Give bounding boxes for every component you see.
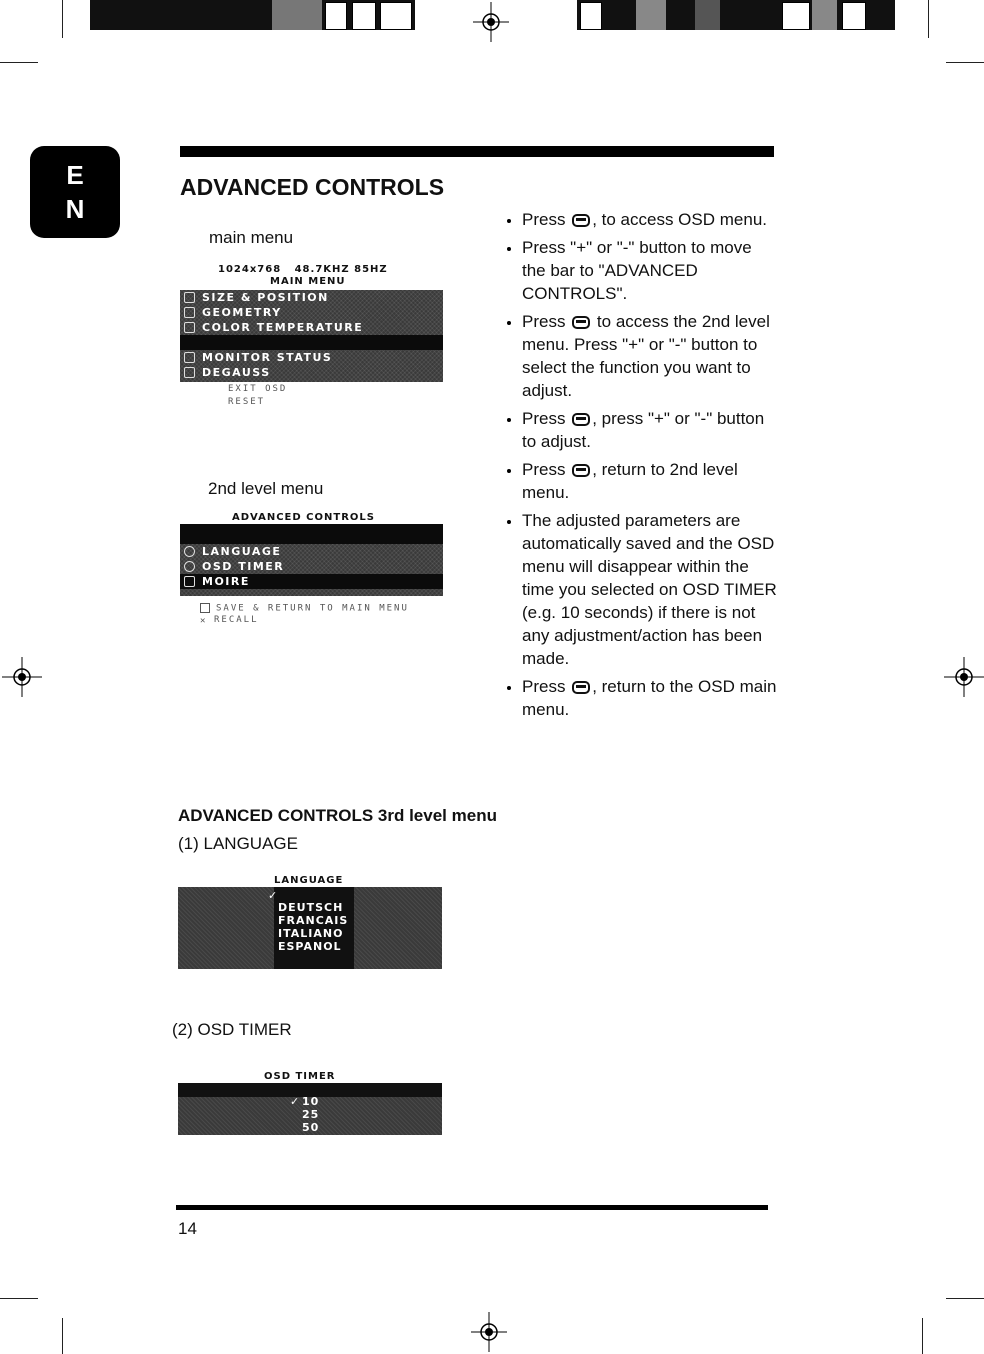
language-caption: LANGUAGE: [274, 875, 344, 886]
osd-timer-osd: ✓ 10 25 50: [178, 1083, 442, 1135]
instruction-list: Press , to access OSD menu. Press "+" or…: [498, 208, 778, 726]
osd-menu-item: OSD TIMER: [180, 559, 443, 574]
menu-button-icon: [572, 413, 591, 427]
check-icon: ✓: [268, 890, 278, 902]
osd-menu-item: DEGAUSS: [180, 365, 443, 380]
crop-mark: [928, 0, 929, 38]
osd-menu-item: MONITOR STATUS: [180, 350, 443, 365]
osd-menu-item: MOIRE: [180, 574, 443, 589]
language-label: (1) LANGUAGE: [178, 834, 298, 853]
main-menu-caption: MAIN MENU: [270, 276, 346, 287]
geometry-icon: [184, 307, 195, 318]
timer-option: 25: [302, 1108, 320, 1121]
crop-mark: [0, 62, 38, 63]
registration-target-icon: [471, 1312, 507, 1352]
crop-mark: [946, 1298, 984, 1299]
crop-mark: [62, 0, 63, 38]
tab-letter: N: [65, 194, 85, 224]
language-osd: ✓ DEUTSCH FRANCAIS ITALIANO ESPANOL: [178, 887, 442, 969]
save-icon: [200, 603, 210, 613]
menu-button-icon: [572, 214, 591, 228]
crop-mark: [922, 1318, 923, 1354]
instruction-item: Press , press "+" or "-" button to adjus…: [498, 407, 778, 453]
registration-target-icon: [473, 2, 509, 42]
size-position-icon: [184, 292, 195, 303]
registration-target-icon: [944, 657, 984, 697]
language-option: ITALIANO: [278, 927, 344, 940]
osd-timer-caption: OSD TIMER: [264, 1071, 336, 1082]
degauss-icon: [184, 367, 195, 378]
language-option: DEUTSCH: [278, 901, 344, 914]
osd-menu-item: COLOR TEMPERATURE: [180, 320, 443, 335]
main-menu-resolution: 1024x768 48.7KHZ 85HZ: [218, 264, 388, 275]
crop-mark: [946, 62, 984, 63]
third-level-heading: ADVANCED CONTROLS 3rd level menu: [178, 806, 497, 825]
second-menu-caption: ADVANCED CONTROLS: [232, 512, 375, 523]
footer-rule: [176, 1205, 768, 1210]
language-option: FRANCAIS: [278, 914, 349, 927]
monitor-status-icon: [184, 352, 195, 363]
menu-button-icon: [572, 316, 591, 330]
crop-mark: [62, 1318, 63, 1354]
osd-menu-item: SIZE & POSITION: [180, 290, 443, 305]
menu-button-icon: [572, 681, 591, 695]
registration-target-icon: [2, 657, 42, 697]
second-menu-label: 2nd level menu: [208, 479, 324, 498]
second-menu-recall: ✕RECALL: [200, 615, 259, 626]
timer-option: 10: [302, 1095, 320, 1108]
timer-icon: [184, 561, 195, 572]
instruction-item: Press to access the 2nd level menu. Pres…: [498, 310, 778, 402]
language-option: ESPANOL: [278, 940, 342, 953]
color-temperature-icon: [184, 322, 195, 333]
check-icon: ✓: [290, 1096, 300, 1108]
main-menu-reset: RESET: [228, 397, 266, 407]
second-menu-save: SAVE & RETURN TO MAIN MENU: [200, 603, 409, 614]
main-menu-label: main menu: [209, 228, 294, 247]
header-rule: [180, 146, 774, 157]
instruction-item: Press "+" or "-" button to move the bar …: [498, 236, 778, 305]
osd-timer-label: (2) OSD TIMER: [172, 1020, 292, 1039]
page-title: ADVANCED CONTROLS: [180, 174, 445, 200]
moire-icon: [184, 576, 195, 587]
instruction-item: Press , return to 2nd level menu.: [498, 458, 778, 504]
osd-menu-item: LANGUAGE: [180, 544, 443, 559]
timer-option: 50: [302, 1121, 320, 1134]
second-menu-osd: LANGUAGE OSD TIMER MOIRE: [180, 524, 443, 596]
menu-button-icon: [572, 464, 591, 478]
instruction-item: Press , to access OSD menu.: [498, 208, 778, 231]
osd-selection-bar: [180, 335, 443, 350]
language-tab: E N: [30, 146, 120, 238]
tab-letter: E: [66, 160, 84, 190]
instruction-item: The adjusted parameters are automaticall…: [498, 509, 778, 670]
page-number: 14: [178, 1219, 197, 1238]
recall-icon: ✕: [200, 615, 208, 626]
osd-menu-item: GEOMETRY: [180, 305, 443, 320]
instruction-item: Press , return to the OSD main menu.: [498, 675, 778, 721]
main-menu-exit: EXIT OSD: [228, 384, 288, 394]
main-menu-osd: SIZE & POSITION GEOMETRY COLOR TEMPERATU…: [180, 290, 443, 382]
osd-selection-bar: [180, 524, 443, 544]
language-icon: [184, 546, 195, 557]
crop-mark: [0, 1298, 38, 1299]
